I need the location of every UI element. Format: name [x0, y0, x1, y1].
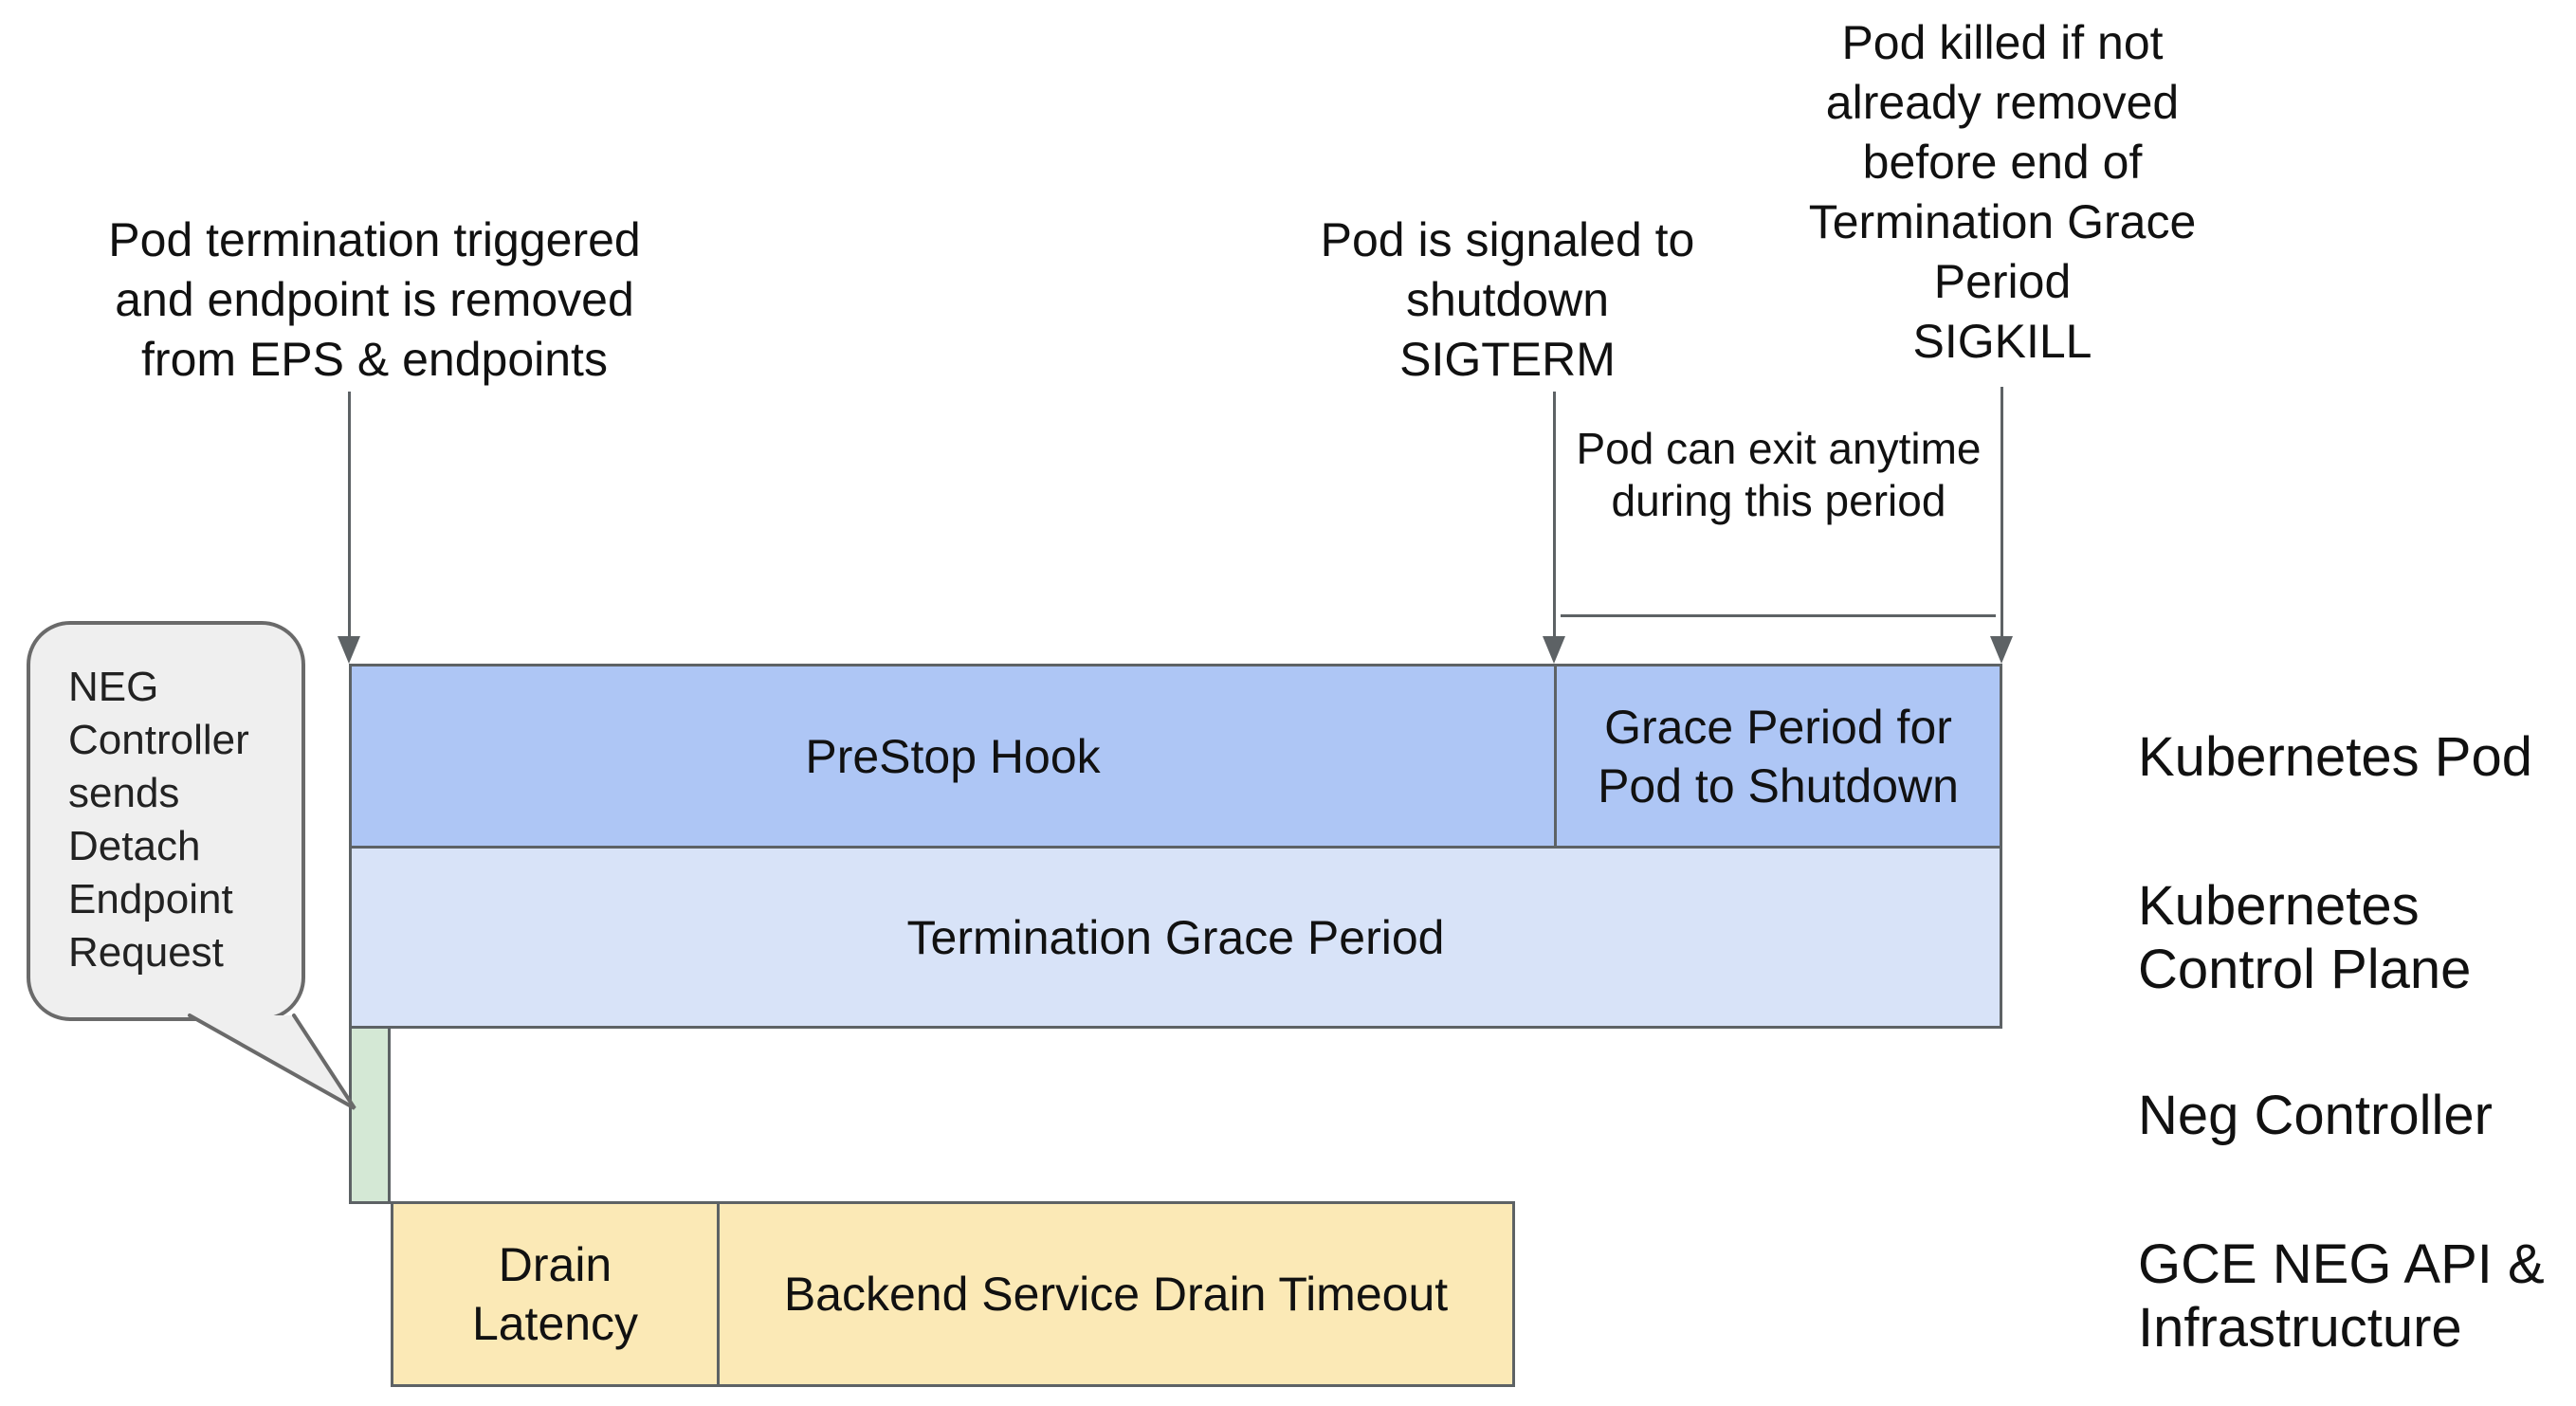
- callout-line: Detach: [68, 823, 201, 869]
- annotation-line: Pod killed if not: [1841, 16, 2164, 69]
- neg-controller-callout: NEG Controller sends Detach Endpoint Req…: [27, 621, 305, 1021]
- annotation-pod-exit: Pod can exit anytime during this period: [1542, 423, 2016, 527]
- down-arrow-icon: [1543, 636, 1565, 664]
- annotation-line: Termination Grace: [1808, 195, 2197, 248]
- termination-arrow-line: [348, 392, 351, 638]
- grace-period-segment: Grace Period for Pod to Shutdown: [1554, 666, 2000, 846]
- termination-grace-segment: Termination Grace Period: [352, 849, 2000, 1026]
- callout-line: Controller: [68, 717, 249, 763]
- callout-tail: [188, 1013, 356, 1110]
- sigterm-arrow-line: [1553, 392, 1556, 638]
- annotation-pod-termination: Pod termination triggered and endpoint i…: [81, 210, 668, 390]
- annotation-line: before end of: [1862, 136, 2143, 189]
- neg-controller-bar: [349, 1026, 391, 1204]
- callout-line: Request: [68, 929, 224, 976]
- lane-label-gce-neg-api: GCE NEG API & Infrastructure: [2138, 1233, 2545, 1360]
- callout-line: NEG: [68, 664, 159, 710]
- down-arrow-icon: [1990, 636, 2013, 664]
- annotation-line: Pod can exit anytime: [1576, 424, 1982, 473]
- termination-grace-period-bar: Termination Grace Period: [349, 846, 2002, 1029]
- lane-label-line: GCE NEG API &: [2138, 1233, 2545, 1295]
- annotation-line: Period: [1933, 255, 2072, 308]
- lane-label-neg-controller: Neg Controller: [2138, 1084, 2493, 1147]
- backend-drain-segment: Backend Service Drain Timeout: [717, 1204, 1512, 1384]
- segment-label-line: Grace Period for: [1604, 700, 1952, 754]
- annotation-line: shutdown: [1405, 273, 1610, 326]
- annotation-line: Pod termination triggered: [108, 213, 641, 266]
- lane-label-kubernetes-control-plane: Kubernetes Control Plane: [2138, 874, 2471, 1001]
- lane-label-line: Control Plane: [2138, 939, 2472, 1000]
- callout-tail-shape: [188, 1013, 356, 1110]
- lane-label-line: Kubernetes: [2138, 875, 2420, 937]
- lane-label-line: Kubernetes Pod: [2138, 726, 2532, 788]
- segment-label: PreStop Hook: [805, 729, 1101, 783]
- annotation-line: during this period: [1611, 476, 1946, 525]
- kubernetes-pod-bar: PreStop Hook Grace Period for Pod to Shu…: [349, 664, 2002, 849]
- segment-label-line: Latency: [471, 1297, 639, 1350]
- drain-latency-segment: Drain Latency: [393, 1204, 717, 1384]
- lane-label-line: Infrastructure: [2138, 1297, 2462, 1359]
- segment-label-line: Drain: [498, 1238, 612, 1291]
- annotation-line: Pod is signaled to: [1320, 213, 1695, 266]
- annotation-line: from EPS & endpoints: [141, 333, 608, 386]
- callout-line: Endpoint: [68, 876, 233, 922]
- callout-line: sends: [68, 770, 180, 816]
- annotation-line: SIGTERM: [1399, 333, 1616, 386]
- gce-drain-bar: Drain Latency Backend Service Drain Time…: [391, 1201, 1515, 1387]
- lane-label-line: Neg Controller: [2138, 1085, 2493, 1146]
- sigkill-arrow-line: [2001, 387, 2003, 638]
- segment-label-line: Pod to Shutdown: [1598, 758, 1959, 813]
- down-arrow-icon: [338, 636, 360, 664]
- segment-label: Backend Service Drain Timeout: [783, 1268, 1449, 1321]
- annotation-line: SIGKILL: [1912, 315, 2092, 368]
- segment-label: Termination Grace Period: [906, 910, 1445, 964]
- annotation-sigterm: Pod is signaled to shutdown SIGTERM: [1270, 210, 1745, 390]
- annotation-sigkill: Pod killed if not already removed before…: [1765, 13, 2239, 372]
- prestop-hook-segment: PreStop Hook: [352, 666, 1554, 846]
- annotation-line: already removed: [1825, 76, 2180, 129]
- exit-period-range-line: [1561, 614, 1996, 617]
- annotation-line: and endpoint is removed: [115, 273, 634, 326]
- lane-label-kubernetes-pod: Kubernetes Pod: [2138, 725, 2532, 789]
